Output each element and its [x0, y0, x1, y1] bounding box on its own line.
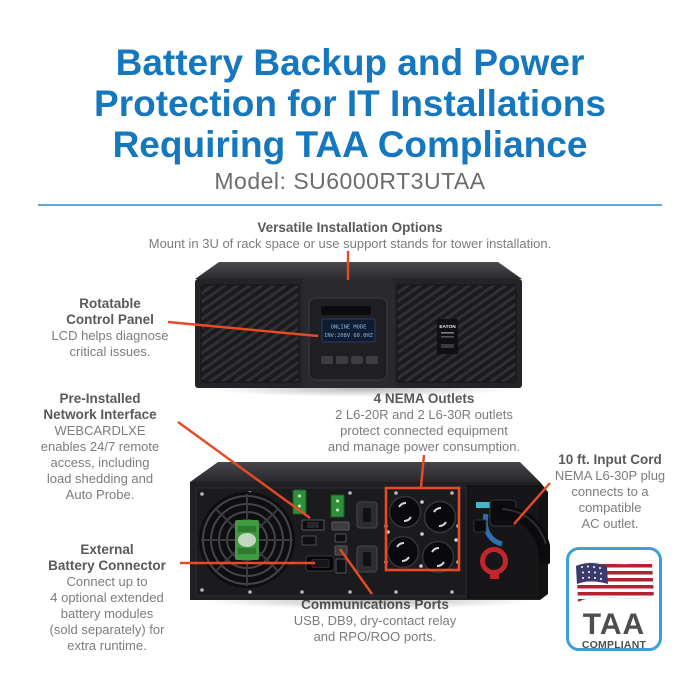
front-top-face: [195, 262, 522, 279]
ups-front-view: ONLINE MODE INV:208V 60.0HZ EATON: [195, 262, 522, 388]
callout-nema-outlets-heading: 4 NEMA Outlets: [373, 391, 475, 406]
cord-retention-clip: [482, 513, 503, 547]
callout-comm-ports-heading: Communications Ports: [270, 597, 480, 613]
lcd-line-1: ONLINE MODE: [331, 325, 367, 331]
title-line-2: Protection for IT Installations: [94, 83, 606, 124]
lcd-screen: [321, 318, 376, 343]
taa-compliant-badge: TAA COMPLIANT: [566, 547, 662, 651]
compliant-text: COMPLIANT: [581, 639, 647, 651]
flag-stars: [581, 565, 602, 580]
model-number: Model: SU6000RT3UTAA: [214, 168, 486, 194]
svg-text:EATON: EATON: [439, 324, 456, 330]
input-cord: [495, 505, 550, 565]
title-line-1: Battery Backup and Power: [115, 42, 585, 83]
callout-nema-outlets: 4 NEMA Outlets 2 L6-20R and 2 L6-30R out…: [324, 391, 524, 455]
breaker-ring: [480, 547, 508, 575]
battery-connector-port: [305, 555, 335, 572]
us-flag: [575, 559, 655, 603]
cooling-fan: [199, 492, 295, 588]
callout-installation: Versatile Installation Options Mount in …: [0, 220, 700, 252]
rear-top-face: [190, 462, 540, 482]
network-card-slot: [301, 519, 325, 546]
bezel-slot: [321, 306, 371, 315]
title-line-3: Requiring TAA Compliance: [112, 124, 588, 165]
divider-line: [38, 204, 662, 206]
lcd-line-2: INV:208V 60.0HZ: [324, 333, 373, 339]
callout-installation-heading: Versatile Installation Options: [257, 220, 443, 235]
taa-text: TAA: [582, 608, 646, 641]
flag-canton: [576, 562, 608, 584]
front-left-vent: [200, 284, 300, 383]
callout-comm-ports: Communications Ports USB, DB9, dry-conta…: [270, 597, 480, 645]
ups-rear-view: [190, 462, 550, 600]
callout-input-cord-heading: 10 ft. Input Cord: [558, 452, 662, 467]
eaton-logo: EATON: [437, 319, 458, 354]
input-cord-section: [467, 485, 550, 599]
control-buttons: [321, 356, 378, 364]
page-title: Battery Backup and Power Protection for …: [0, 42, 700, 165]
callout-installation-body: Mount in 3U of rack space or use support…: [148, 236, 552, 251]
